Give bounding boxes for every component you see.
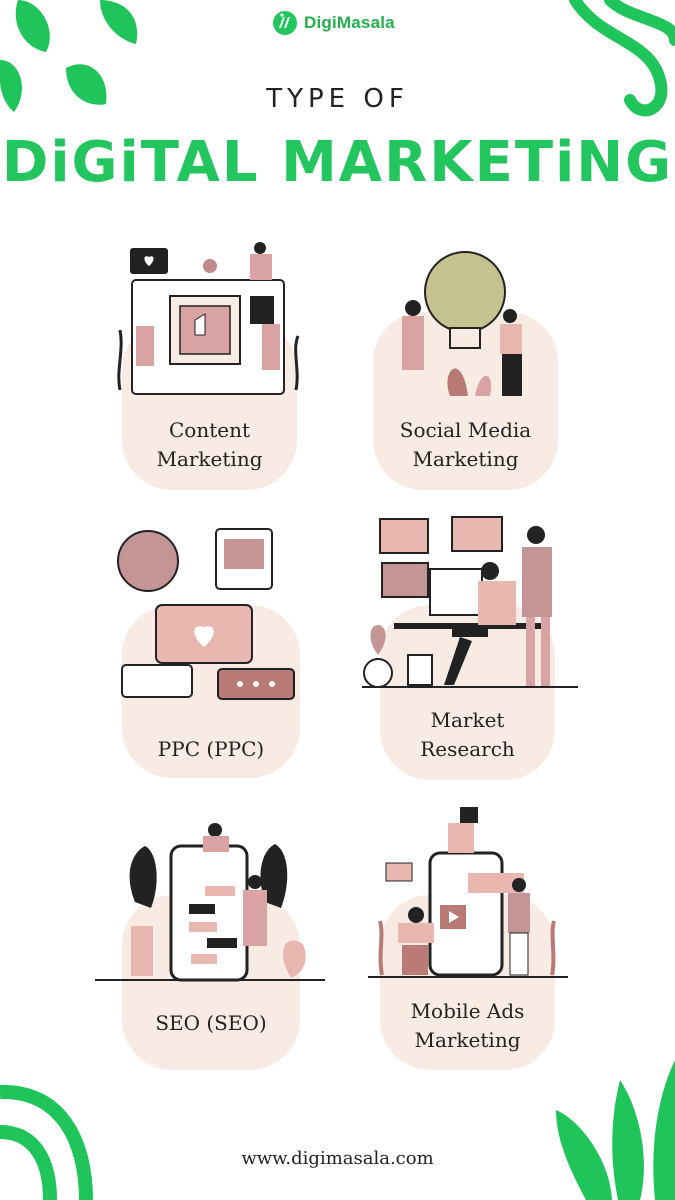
lightbulb-illustration-icon (402, 251, 522, 396)
leaf-shapes-bottom-right-icon (556, 1060, 675, 1200)
swirl-top-right-icon (569, 0, 675, 117)
card-label: Social Media Marketing (399, 418, 532, 471)
card-market-research: Market Research (380, 605, 555, 780)
card-label: Mobile Ads Marketing (410, 999, 525, 1052)
leaf-shapes-top-left-icon (0, 0, 138, 112)
brand-name: DigiMasala (304, 13, 395, 32)
chat-bubbles-illustration-icon (117, 528, 295, 700)
desk-computer-illustration-icon (362, 516, 578, 688)
mobile-chat-illustration-icon (95, 823, 325, 982)
card-label: SEO (SEO) (155, 1011, 267, 1035)
card-label: Content Marketing (156, 418, 263, 471)
page-title: DiGiTAL MARKETiNG (1, 130, 674, 195)
card-label: Market Research (420, 708, 515, 761)
website-url[interactable]: www.digimasala.com (241, 1148, 434, 1169)
page-subtitle: TYPE OF (266, 84, 409, 114)
digimasala-logo-icon (273, 11, 297, 35)
mobile-ads-illustration-icon (368, 807, 568, 978)
content-marketing-illustration-icon (117, 242, 300, 395)
arcs-bottom-left-icon (0, 1084, 93, 1200)
card-label: PPC (PPC) (157, 737, 265, 761)
brand-logo: DigiMasala (272, 10, 395, 36)
